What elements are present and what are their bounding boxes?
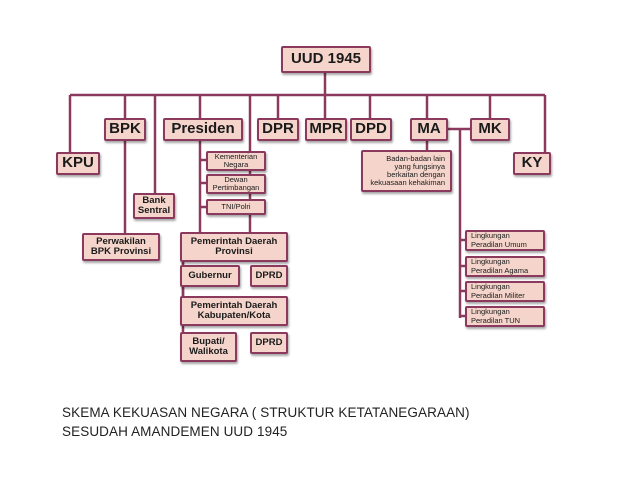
caption-line-2: SESUDAH AMANDEMEN UUD 1945	[62, 424, 288, 439]
node-lingkungan-peradilan-militer: Lingkungan Peradilan Militer	[465, 281, 545, 302]
node-mpr: MPR	[305, 118, 347, 141]
node-lingkungan-peradilan-tun: Lingkungan Peradilan TUN	[465, 306, 545, 327]
node-gubernur: Gubernur	[180, 265, 240, 287]
node-uud-1945: UUD 1945	[281, 46, 371, 73]
node-lingkungan-peradilan-agama: Lingkungan Peradilan Agama	[465, 256, 545, 277]
node-mk: MK	[470, 118, 510, 141]
node-dpd: DPD	[350, 118, 392, 141]
caption-line-1: SKEMA KEKUASAN NEGARA ( STRUKTUR KETATAN…	[62, 405, 470, 420]
node-dprd-kabupaten-kota: DPRD	[250, 332, 288, 354]
node-pemda-kabupaten-kota: Pemerintah Daerah Kabupaten/Kota	[180, 296, 288, 326]
node-bupati-walikota: Bupati/ Walikota	[180, 332, 237, 362]
node-dprd-provinsi: DPRD	[250, 265, 288, 287]
node-perwakilan-bpk-provinsi: Perwakilan BPK Provinsi	[82, 233, 160, 261]
node-lingkungan-peradilan-umum: Lingkungan Peradilan Umum	[465, 230, 545, 251]
node-ma: MA	[410, 118, 448, 141]
node-tni-polri: TNI/Polri	[206, 199, 266, 215]
node-kpu: KPU	[56, 152, 100, 175]
node-bank-sentral: Bank Sentral	[133, 193, 175, 219]
node-ky: KY	[513, 152, 551, 175]
node-pemda-provinsi: Pemerintah Daerah Provinsi	[180, 232, 288, 262]
node-dewan-pertimbangan: Dewan Pertimbangan	[206, 174, 266, 194]
node-bpk: BPK	[104, 118, 146, 141]
node-presiden: Presiden	[163, 118, 243, 141]
node-kementerian-negara: Kementerian Negara	[206, 151, 266, 171]
node-badan-badan-lain: Badan-badan lain yang fungsinya berkaita…	[361, 150, 452, 192]
node-dpr: DPR	[257, 118, 299, 141]
